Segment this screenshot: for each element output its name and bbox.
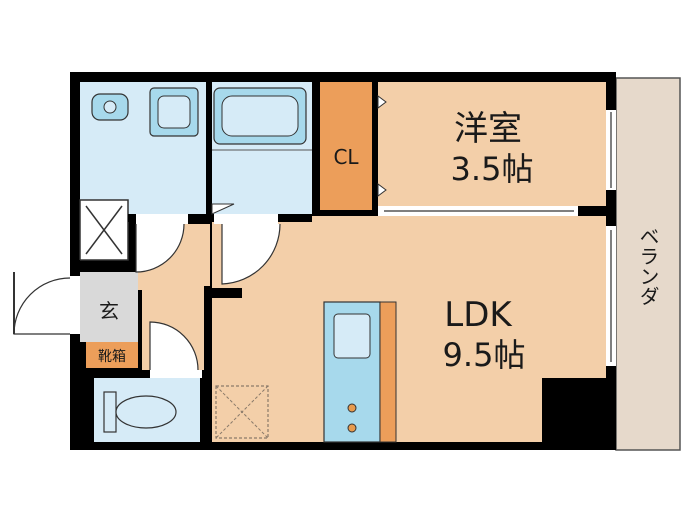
wall-closet-left	[312, 72, 320, 216]
opening-ldk	[214, 214, 278, 224]
balcony-label: ベランダ	[636, 226, 660, 306]
stove-burner-icon-2	[347, 423, 357, 433]
toilet-bowl-icon	[115, 395, 177, 429]
opening-toilet	[150, 370, 202, 378]
closet-door-marker-1	[377, 95, 387, 109]
closet	[320, 82, 372, 210]
western-room-name: 洋室	[454, 109, 522, 149]
toilet-tank-icon	[103, 391, 117, 433]
western-room-floor	[378, 82, 606, 206]
western-room-size: 3.5帖	[451, 150, 534, 188]
opening-front-door	[70, 276, 80, 334]
entrance-floor	[80, 272, 138, 342]
wall-hall-ldk	[204, 286, 212, 442]
wall-toilet-top	[94, 370, 204, 378]
entrance-label: 玄	[99, 299, 119, 323]
stove-burner-icon-1	[347, 403, 357, 413]
fridge-cross-2	[215, 385, 269, 439]
closet-label: CL	[333, 145, 359, 169]
fridge-space	[215, 385, 269, 439]
pipe-space-cross-2	[85, 205, 123, 255]
door-swing-toilet	[149, 321, 199, 371]
wall-closet-right	[372, 72, 378, 216]
door-swing-front	[13, 277, 71, 335]
washbasin-bowl	[157, 95, 191, 129]
door-swing-wash	[135, 223, 185, 273]
washer-dot	[103, 100, 117, 114]
shoe-box	[86, 342, 138, 368]
structural-column	[542, 378, 616, 450]
bathtub-inner	[221, 95, 299, 137]
closet-door-marker-2	[377, 183, 387, 197]
ldk-size: 9.5帖	[443, 336, 526, 374]
kitchen-sink-icon	[333, 313, 371, 359]
opening-wash	[136, 214, 188, 224]
shoe-box-label: 靴箱	[98, 349, 126, 365]
kitchen-wall-panel	[379, 301, 397, 443]
door-swing-ldk	[221, 223, 281, 285]
wall-bath-wash	[206, 72, 212, 220]
balcony-area	[615, 77, 681, 451]
ldk-floor	[212, 216, 606, 442]
ldk-name: LDK	[444, 295, 513, 335]
bath-door-marker	[211, 203, 235, 215]
